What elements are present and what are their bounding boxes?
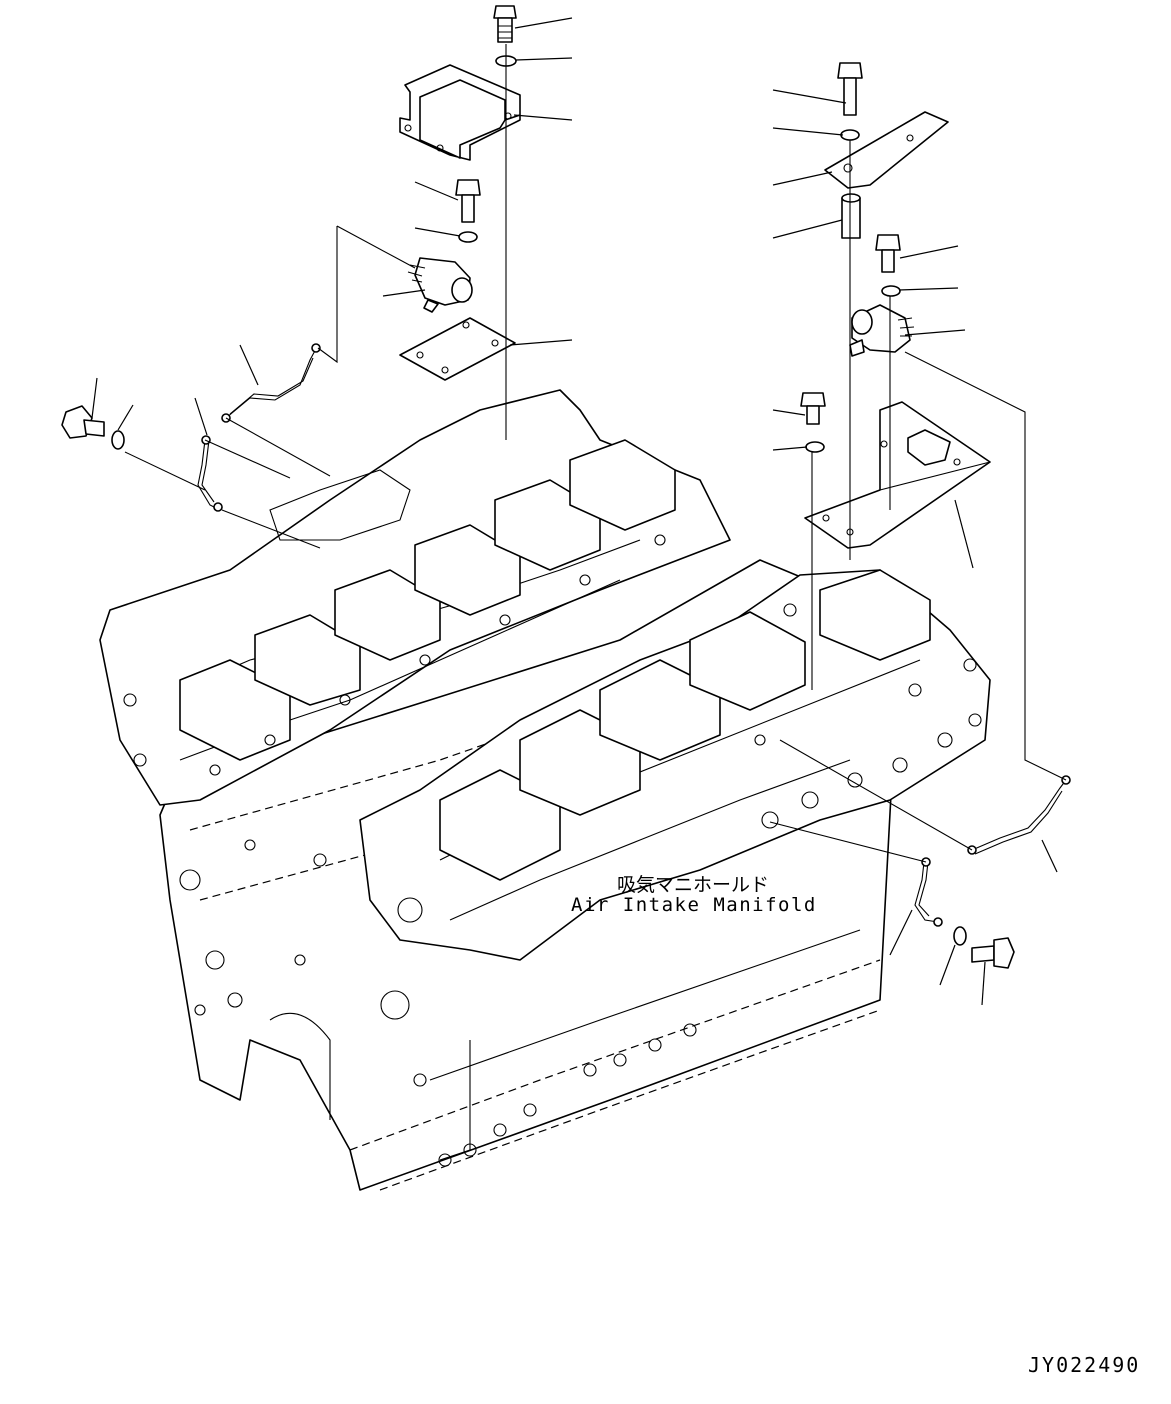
manifold-label-japanese: 吸気マニホールド bbox=[617, 874, 770, 896]
right-small-bolt bbox=[875, 234, 901, 273]
assembly-guide-lines bbox=[124, 44, 1067, 863]
right-small-washer bbox=[881, 285, 901, 297]
right-lower-bolt bbox=[800, 392, 826, 425]
left-head-covers bbox=[179, 439, 676, 761]
drawing-code: JY022490 bbox=[1028, 1353, 1141, 1377]
left-hollow-bolt bbox=[61, 405, 105, 439]
right-lower-washer bbox=[805, 441, 825, 453]
right-long-bolt bbox=[837, 62, 863, 116]
left-cable-upper bbox=[221, 343, 321, 423]
manifold-label-english: Air Intake Manifold bbox=[571, 894, 817, 916]
left-cylinder-bank bbox=[99, 389, 731, 806]
leader-lines bbox=[91, 17, 1058, 1006]
right-upper-washer bbox=[840, 129, 860, 141]
right-bank-bolt-holes bbox=[397, 603, 982, 923]
right-strap-bracket bbox=[824, 111, 949, 189]
upper-left-bracket bbox=[399, 64, 521, 161]
right-head-covers bbox=[439, 569, 931, 881]
left-hollow-washer bbox=[111, 430, 125, 450]
left-bank-bolt-holes bbox=[123, 534, 666, 776]
left-mounting-plate bbox=[399, 317, 516, 381]
left-small-washer bbox=[458, 231, 478, 243]
right-spacer-collar bbox=[841, 193, 861, 239]
right-hollow-bolt bbox=[971, 937, 1015, 969]
block-bolt-holes bbox=[179, 839, 697, 1167]
right-l-bracket-plate bbox=[804, 401, 991, 549]
left-small-bolt bbox=[455, 179, 481, 223]
right-cylinder-bank bbox=[359, 569, 991, 961]
upper-left-bolt bbox=[493, 5, 517, 43]
right-relay bbox=[849, 304, 915, 357]
right-cable-long bbox=[967, 775, 1071, 855]
right-cable-short bbox=[914, 857, 943, 927]
left-cable-lower bbox=[197, 435, 223, 512]
right-hollow-washer bbox=[953, 926, 967, 946]
left-relay bbox=[407, 257, 473, 313]
